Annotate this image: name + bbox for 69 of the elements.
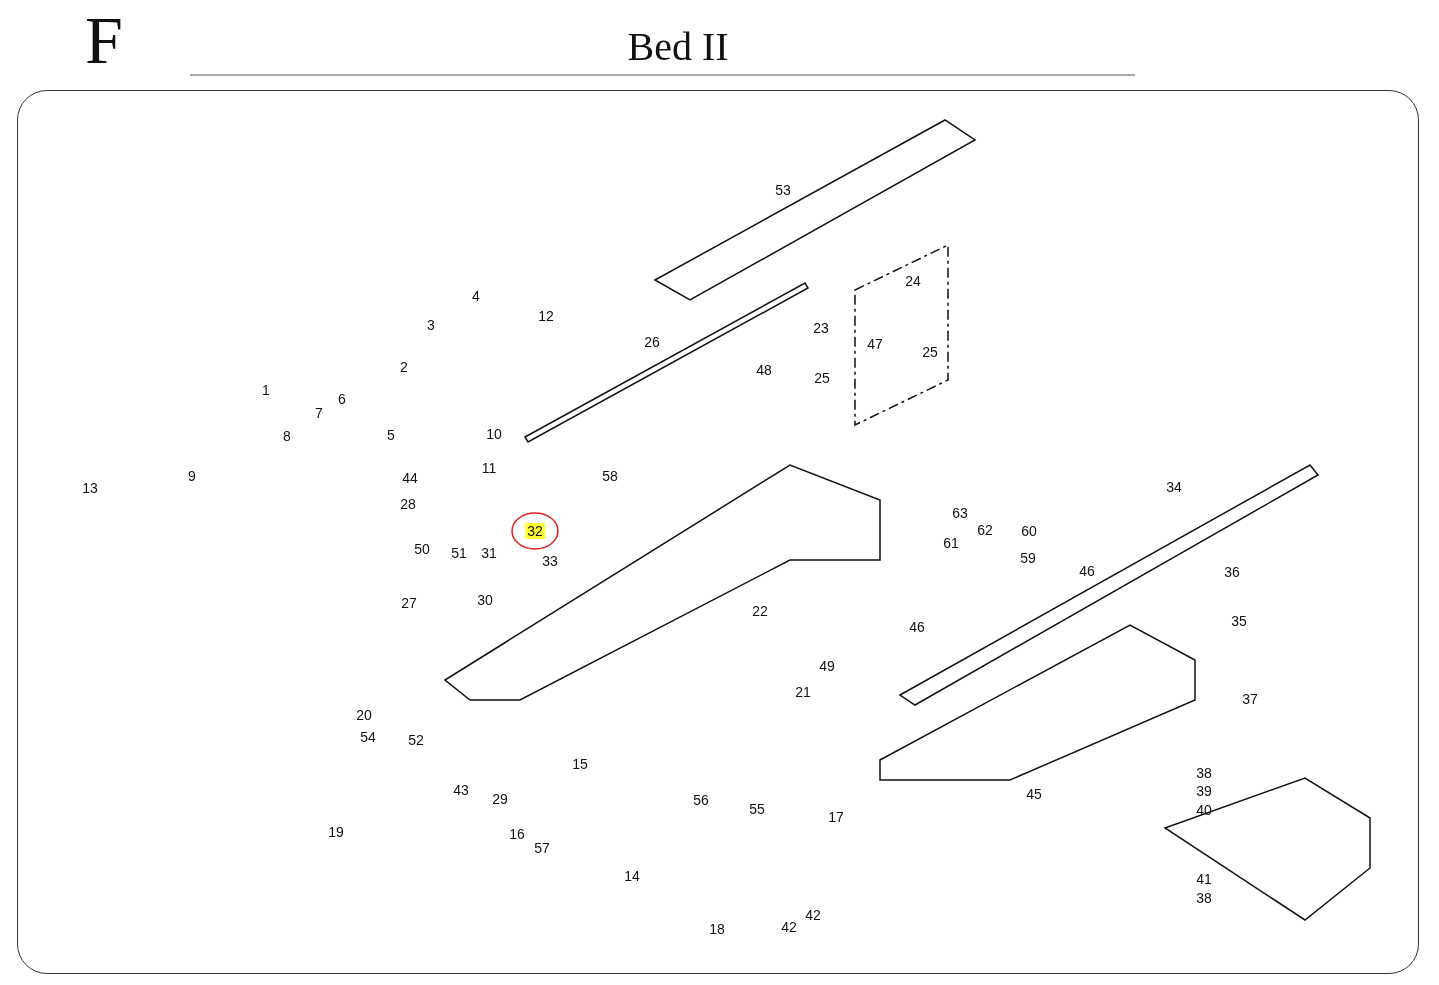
callout-number: 31 xyxy=(481,546,497,560)
callout-number: 5 xyxy=(387,428,395,442)
callout-number: 17 xyxy=(828,810,844,824)
callout-number: 42 xyxy=(805,908,821,922)
callout-number: 48 xyxy=(756,363,772,377)
callout-number: 14 xyxy=(624,869,640,883)
callout-number: 38 xyxy=(1196,766,1212,780)
callout-number: 42 xyxy=(781,920,797,934)
callout-number: 13 xyxy=(82,481,98,495)
callout-number: 9 xyxy=(188,469,196,483)
title: Bed II xyxy=(627,26,729,68)
callout-number: 55 xyxy=(749,802,765,816)
callout-number: 35 xyxy=(1231,614,1247,628)
callout-number: 25 xyxy=(922,345,938,359)
callout-number: 2 xyxy=(400,360,408,374)
callout-number: 36 xyxy=(1224,565,1240,579)
callout-number: 7 xyxy=(315,406,323,420)
callout-number: 10 xyxy=(486,427,502,441)
callout-number: 24 xyxy=(905,274,921,288)
callout-number: 28 xyxy=(400,497,416,511)
callout-number: 23 xyxy=(813,321,829,335)
callout-number: 21 xyxy=(795,685,811,699)
callout-number: 52 xyxy=(408,733,424,747)
callout-number: 44 xyxy=(402,471,418,485)
callout-number: 22 xyxy=(752,604,768,618)
callout-number: 47 xyxy=(867,337,883,351)
callout-number: 54 xyxy=(360,730,376,744)
callout-number: 1 xyxy=(262,383,270,397)
callout-number: 18 xyxy=(709,922,725,936)
callout-number: 61 xyxy=(943,536,959,550)
callout-number: 58 xyxy=(602,469,618,483)
callout-number: 3 xyxy=(427,318,435,332)
callout-number: 37 xyxy=(1242,692,1258,706)
callout-number: 8 xyxy=(283,429,291,443)
callout-number: 6 xyxy=(338,392,346,406)
callout-number: 29 xyxy=(492,792,508,806)
callout-number: 59 xyxy=(1020,551,1036,565)
callout-number: 45 xyxy=(1026,787,1042,801)
callout-number: 41 xyxy=(1196,872,1212,886)
callout-number: 60 xyxy=(1021,524,1037,538)
callout-number: 30 xyxy=(477,593,493,607)
callout-number: 11 xyxy=(481,461,497,475)
callout-number: 63 xyxy=(952,506,968,520)
section-letter: F xyxy=(85,5,123,75)
callout-number: 46 xyxy=(1079,564,1095,578)
callout-number: 46 xyxy=(909,620,925,634)
callout-number: 49 xyxy=(819,659,835,673)
callout-number: 12 xyxy=(538,309,554,323)
callout-number: 16 xyxy=(509,827,525,841)
callout-number: 15 xyxy=(572,757,588,771)
callout-number: 38 xyxy=(1196,891,1212,905)
callout-number: 53 xyxy=(775,183,791,197)
callout-number: 26 xyxy=(644,335,660,349)
callout-number: 50 xyxy=(414,542,430,556)
callout-number: 32 xyxy=(525,523,545,539)
callout-number: 40 xyxy=(1196,803,1212,817)
callout-number: 20 xyxy=(356,708,372,722)
callout-number: 43 xyxy=(453,783,469,797)
callout-number: 25 xyxy=(814,371,830,385)
callout-number: 34 xyxy=(1166,480,1182,494)
callout-number: 39 xyxy=(1196,784,1212,798)
callout-number: 27 xyxy=(401,596,417,610)
callout-number: 19 xyxy=(328,825,344,839)
callout-number: 56 xyxy=(693,793,709,807)
callout-number: 4 xyxy=(472,289,480,303)
callout-number: 57 xyxy=(534,841,550,855)
callout-number: 33 xyxy=(542,554,558,568)
callout-number: 51 xyxy=(451,546,467,560)
callout-number: 62 xyxy=(977,523,993,537)
